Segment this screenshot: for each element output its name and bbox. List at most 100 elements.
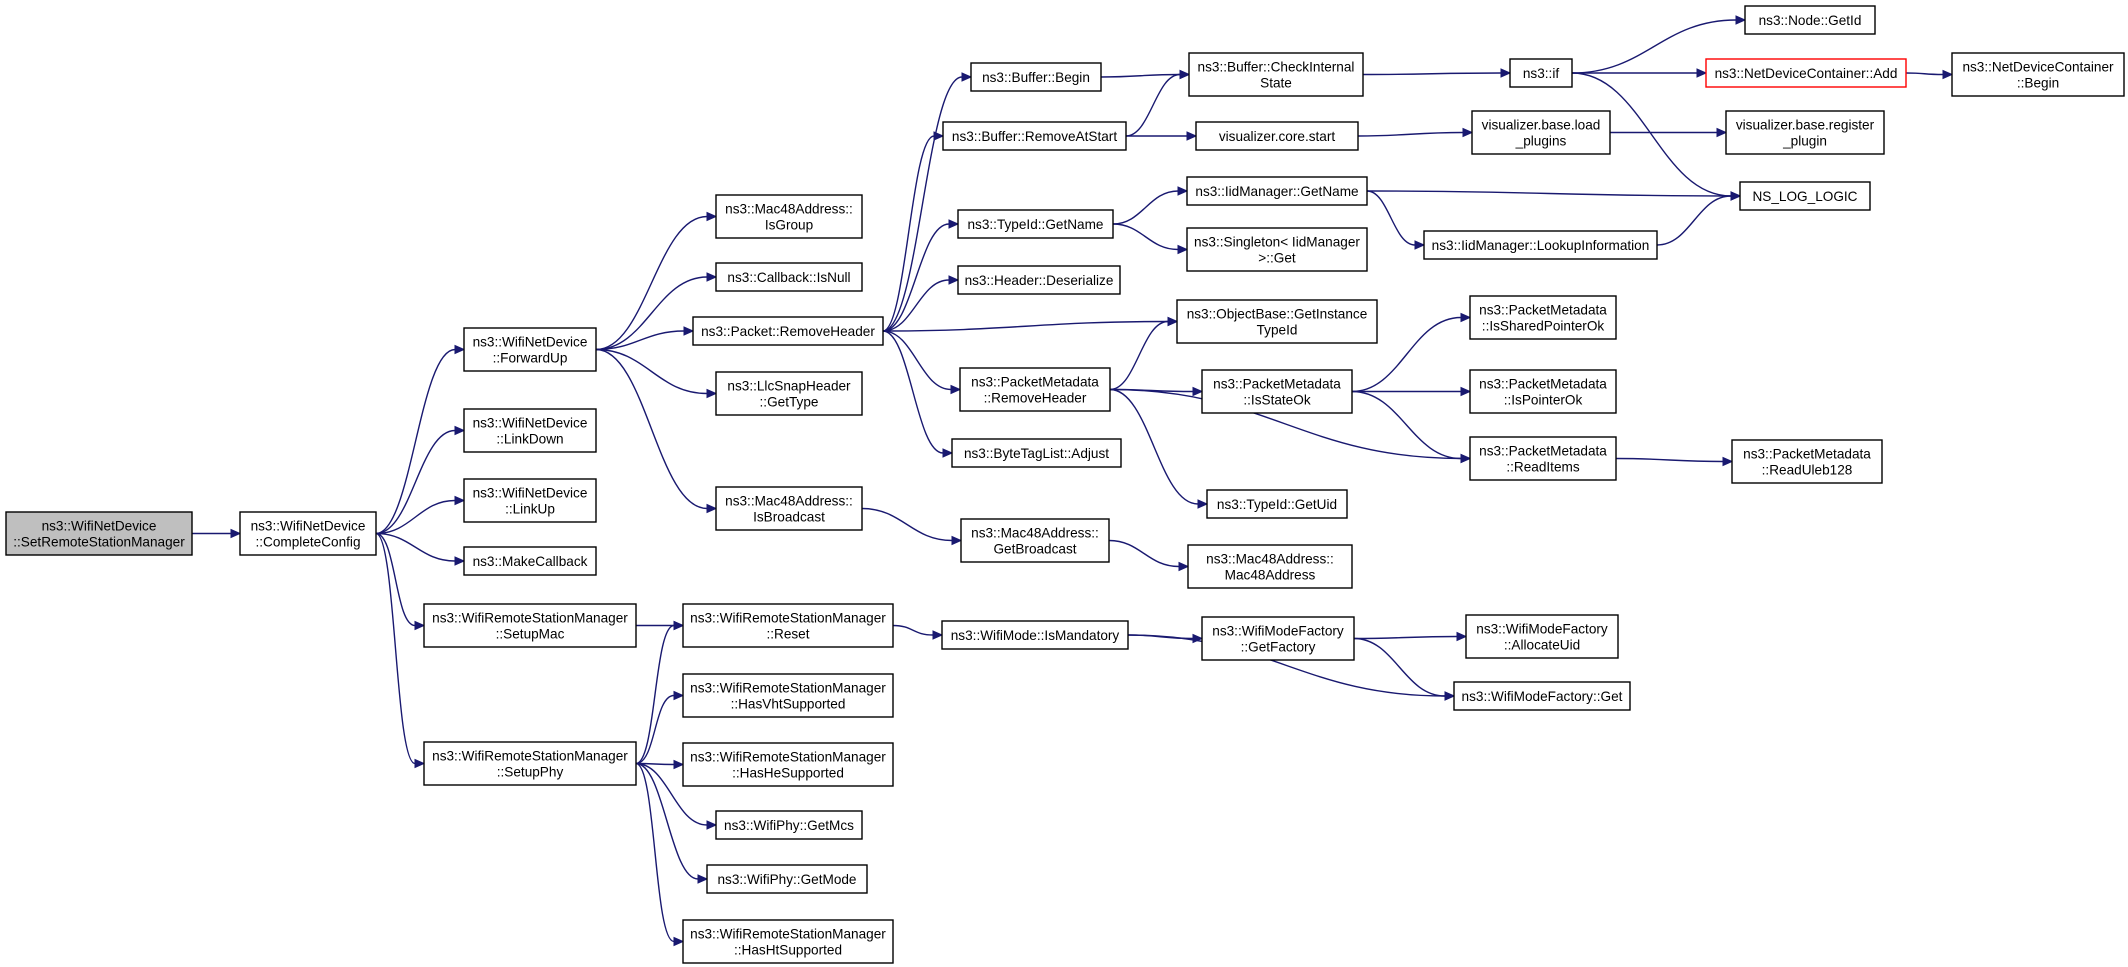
function-node[interactable]: ns3::Callback::IsNull	[715, 262, 863, 292]
arrow-head-icon	[454, 495, 466, 506]
function-node[interactable]: ns3::IidManager::LookupInformation	[1423, 230, 1658, 260]
function-node[interactable]: ns3::WifiNetDevice::LinkUp	[463, 478, 597, 523]
function-node[interactable]: ns3::WifiPhy::GetMode	[706, 864, 868, 894]
arrow-head-icon	[1167, 316, 1179, 327]
call-edge	[1366, 190, 1426, 250]
node-box	[463, 408, 597, 453]
function-node[interactable]: ns3::ByteTagList::Adjust	[951, 438, 1122, 468]
function-node[interactable]: ns3::Header::Deserialize	[957, 265, 1121, 295]
call-edge	[1112, 186, 1189, 225]
function-node[interactable]: ns3::WifiNetDevice::CompleteConfig	[239, 511, 377, 556]
function-node[interactable]: ns3::Node::GetId	[1744, 5, 1876, 35]
function-node[interactable]: ns3::WifiModeFactory::Get	[1453, 681, 1631, 711]
function-node[interactable]: ns3::NetDeviceContainer::Add	[1705, 58, 1907, 88]
function-node[interactable]: ns3::Packet::RemoveHeader	[692, 316, 884, 346]
function-node[interactable]: ns3::WifiRemoteStationManager::Reset	[682, 603, 894, 648]
function-node[interactable]: ns3::WifiMode::IsMandatory	[941, 620, 1129, 650]
node-label: ::Reset	[766, 627, 809, 642]
function-node[interactable]: ns3::PacketMetadata::ReadItems	[1469, 436, 1617, 481]
node-label: ns3::LlcSnapHeader	[727, 379, 851, 394]
function-node[interactable]: NS_LOG_LOGIC	[1739, 181, 1871, 211]
function-node[interactable]: ns3::Mac48Address::GetBroadcast	[960, 518, 1110, 563]
call-edge	[1609, 127, 1728, 138]
call-edge	[1905, 69, 1954, 80]
node-label: GetBroadcast	[993, 542, 1076, 557]
node-label: ns3::Mac48Address::	[725, 202, 853, 217]
function-node[interactable]: ns3::MakeCallback	[463, 546, 597, 576]
function-node[interactable]: ns3::TypeId::GetUid	[1206, 489, 1348, 519]
function-node[interactable]: ns3::WifiPhy::GetMcs	[715, 810, 863, 840]
node-label: ::AllocateUid	[1504, 638, 1580, 653]
function-node[interactable]: ns3::WifiRemoteStationManager::HasHtSupp…	[682, 919, 894, 964]
node-label: ns3::WifiRemoteStationManager	[432, 611, 628, 626]
node-box	[706, 864, 868, 894]
function-node[interactable]: ns3::WifiNetDevice::LinkDown	[463, 408, 597, 453]
function-node[interactable]: ns3::Buffer::Begin	[970, 62, 1102, 92]
node-box	[1195, 121, 1359, 151]
function-node[interactable]: visualizer.base.register_plugin	[1725, 110, 1885, 155]
function-node[interactable]: ns3::PacketMetadata::IsPointerOk	[1469, 369, 1617, 414]
node-label: ns3::Callback::IsNull	[727, 270, 850, 285]
function-node[interactable]: ns3::Singleton< IidManager >::Get	[1186, 227, 1368, 272]
node-label: ns3::WifiNetDevice	[473, 416, 588, 431]
edge-line	[1351, 316, 1462, 393]
node-box	[1705, 58, 1907, 88]
call-edge	[635, 762, 709, 884]
node-box	[5, 511, 193, 556]
edge-line	[1112, 223, 1179, 251]
call-edge	[1366, 190, 1742, 201]
arrow-head-icon	[454, 556, 466, 566]
function-node[interactable]: visualizer.base.load_plugins	[1471, 110, 1611, 155]
function-node[interactable]: ns3::PacketMetadata::IsStateOk	[1201, 369, 1353, 414]
arrow-head-icon	[1177, 186, 1189, 196]
function-node[interactable]: ns3::WifiRemoteStationManager::HasHeSupp…	[682, 742, 894, 787]
arrow-head-icon	[948, 275, 960, 285]
node-box	[423, 603, 637, 648]
function-node[interactable]: ns3::WifiNetDevice::ForwardUp	[463, 327, 597, 372]
edge-line	[1108, 539, 1180, 568]
function-node[interactable]: ns3::Mac48Address::Mac48Address	[1187, 544, 1353, 589]
function-node[interactable]: ns3::IidManager::GetName	[1186, 176, 1368, 206]
node-box	[957, 265, 1121, 295]
arrow-head-icon	[706, 211, 718, 222]
arrow-head-icon	[1179, 69, 1191, 80]
function-node[interactable]: ns3::WifiRemoteStationManager::HasVhtSup…	[682, 673, 894, 718]
node-label: ::CompleteConfig	[255, 535, 360, 550]
function-node[interactable]: ns3::LlcSnapHeader::GetType	[715, 371, 863, 416]
call-edge	[1353, 637, 1456, 701]
function-node[interactable]: ns3::Mac48Address::IsGroup	[715, 194, 863, 239]
call-edge	[882, 316, 1179, 332]
function-node[interactable]: ns3::PacketMetadata::ReadUleb128	[1731, 439, 1883, 484]
arrow-head-icon	[1716, 127, 1728, 138]
node-box	[239, 511, 377, 556]
function-node[interactable]: ns3::WifiModeFactory::GetFactory	[1201, 616, 1355, 661]
function-node[interactable]: ns3::WifiRemoteStationManager::SetupPhy	[423, 741, 637, 786]
node-label: ::GetFactory	[1241, 640, 1316, 655]
function-node[interactable]: ns3::TypeId::GetName	[957, 209, 1114, 239]
edge-line	[375, 499, 456, 535]
call-edge	[375, 532, 466, 566]
function-node[interactable]: ns3::PacketMetadata::RemoveHeader	[959, 367, 1111, 412]
call-edge	[1126, 131, 1198, 141]
function-node[interactable]: ns3::WifiRemoteStationManager::SetupMac	[423, 603, 637, 648]
call-edge	[595, 326, 695, 351]
function-node[interactable]: ns3::WifiModeFactory::AllocateUid	[1465, 614, 1619, 659]
arrow-head-icon	[1460, 386, 1472, 397]
call-edges	[191, 15, 1954, 947]
function-node[interactable]: ns3::Mac48Address::IsBroadcast	[715, 486, 863, 531]
function-node[interactable]: ns3::WifiNetDevice::SetRemoteStationMana…	[5, 511, 193, 556]
node-label: >::Get	[1258, 251, 1296, 266]
call-edge	[1109, 388, 1209, 509]
function-node[interactable]: ns3::if	[1509, 58, 1573, 88]
function-node[interactable]: ns3::Buffer::RemoveAtStart	[942, 121, 1127, 151]
function-node[interactable]: visualizer.core.start	[1195, 121, 1359, 151]
node-box	[1509, 58, 1573, 88]
call-edge	[1571, 15, 1747, 74]
function-node[interactable]: ns3::PacketMetadata::IsSharedPointerOk	[1469, 295, 1617, 340]
node-label: ::SetupMac	[496, 627, 565, 642]
call-edge	[882, 275, 960, 332]
function-node[interactable]: ns3::NetDeviceContainer::Begin	[1951, 52, 2125, 97]
node-label: ns3::WifiNetDevice	[42, 519, 157, 534]
